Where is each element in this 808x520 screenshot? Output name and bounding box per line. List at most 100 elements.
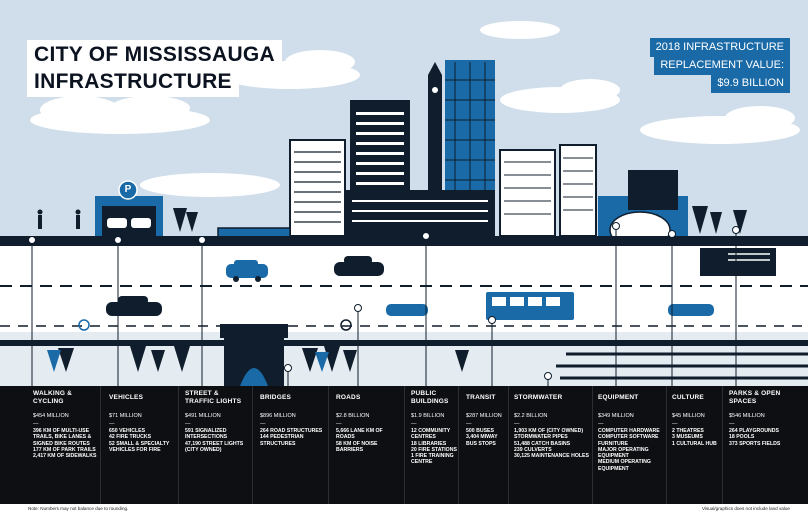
category-items: COMPUTER HARDWARE COMPUTER SOFTWARE FURN… xyxy=(598,428,662,472)
title-line-2: INFRASTRUCTURE xyxy=(27,67,239,97)
list-item: COMPUTER SOFTWARE xyxy=(598,434,659,441)
list-item: 500 BUSES xyxy=(466,428,494,434)
list-item: 650 VEHICLES xyxy=(109,428,146,434)
list-item: 373 SPORTS FIELDS xyxy=(729,440,781,447)
dash: — xyxy=(260,421,266,427)
list-item: 591 SIGNALIZED INTERSECTIONS xyxy=(185,428,228,441)
category-title: PARKS & OPEN SPACES xyxy=(729,390,781,405)
dash: — xyxy=(514,421,520,427)
list-item: 12 COMMUNITY CENTRES xyxy=(411,428,451,441)
divider xyxy=(666,386,667,504)
list-item: 2,417 KM OF SIDEWALKS xyxy=(33,453,97,460)
divider xyxy=(178,386,179,504)
value-line-2: REPLACEMENT VALUE: xyxy=(654,56,790,75)
road-vehicles xyxy=(78,248,776,331)
category-items: 264 PLAYGROUNDS 18 POOLS 373 SPORTS FIEL… xyxy=(729,428,799,447)
list-item: 42 FIRE TRUCKS xyxy=(109,434,152,441)
list-item: 264 PLAYGROUNDS xyxy=(729,428,779,434)
category-value: $2.8 BILLION xyxy=(336,413,370,419)
category-culture: CULTURE $45 MILLION — 2 THEATRES 3 MUSEU… xyxy=(672,386,720,504)
category-items: 650 VEHICLES 42 FIRE TRUCKS 52 SMALL & S… xyxy=(109,428,175,453)
divider xyxy=(592,386,593,504)
list-item: 144 PEDESTRIAN STRUCTURES xyxy=(260,434,304,447)
list-item: 396 KM OF MULTI-USE TRAILS, BIKE LANES &… xyxy=(33,428,92,447)
category-items: 5,666 LANE KM OF ROADS 58 KM OF NOISE BA… xyxy=(336,428,398,453)
list-item: 18 POOLS xyxy=(729,434,755,441)
divider xyxy=(100,386,101,504)
list-item: 5,666 LANE KM OF ROADS xyxy=(336,428,383,441)
value-line-3: $9.9 BILLION xyxy=(711,74,790,93)
land-value-note: Visual/graphics does not include land va… xyxy=(701,506,790,511)
dash: — xyxy=(411,421,417,427)
category-value: $2.2 BILLION xyxy=(514,413,548,419)
category-walking-cycling: WALKING & CYCLING $454 MILLION — 396 KM … xyxy=(33,386,97,504)
list-item: 2 THEATRES xyxy=(672,428,704,434)
category-title: BRIDGES xyxy=(260,394,292,401)
dash: — xyxy=(109,421,115,427)
category-title: PUBLIC BUILDINGS xyxy=(411,390,449,405)
category-value: $896 MILLION xyxy=(260,413,296,419)
category-title: EQUIPMENT xyxy=(598,394,639,401)
clouds xyxy=(30,21,800,197)
list-item: 20 FIRE STATIONS xyxy=(411,446,457,453)
list-item: 51,488 CATCH BASINS xyxy=(514,440,571,447)
list-item: 1 FIRE TRAINING CENTRE xyxy=(411,453,454,466)
dash: — xyxy=(598,421,604,427)
category-value: $349 MILLION xyxy=(598,413,634,419)
list-item: 1 CULTURAL HUB xyxy=(672,440,717,447)
dash: — xyxy=(336,421,342,427)
category-public-buildings: PUBLIC BUILDINGS $1.9 BILLION — 12 COMMU… xyxy=(411,386,457,504)
category-title: VEHICLES xyxy=(109,394,144,401)
category-roads: ROADS $2.8 BILLION — 5,666 LANE KM OF RO… xyxy=(336,386,402,504)
title-line-1: CITY OF MISSISSAUGA xyxy=(27,40,283,70)
dash: — xyxy=(729,421,735,427)
list-item: 3 MUSEUMS xyxy=(672,434,703,441)
list-item: 239 CULVERTS xyxy=(514,446,552,453)
category-value: $71 MILLION xyxy=(109,413,142,419)
category-items: 396 KM OF MULTI-USE TRAILS, BIKE LANES &… xyxy=(33,428,97,459)
category-value: $45 MILLION xyxy=(672,413,705,419)
dash: — xyxy=(185,421,191,427)
category-items: 264 ROAD STRUCTURES 144 PEDESTRIAN STRUC… xyxy=(260,428,326,447)
category-footer: WALKING & CYCLING $454 MILLION — 396 KM … xyxy=(0,386,808,504)
category-value: $454 MILLION xyxy=(33,413,69,419)
list-item: 58 KM OF NOISE BARRIERS xyxy=(336,440,378,453)
divider xyxy=(404,386,405,504)
list-item: FURNITURE xyxy=(598,440,628,447)
parking-sign: P xyxy=(124,184,132,195)
callout-dots xyxy=(28,222,740,380)
category-title: ROADS xyxy=(336,394,361,401)
category-items: 1,903 KM OF (CITY OWNED) STORMWATER PIPE… xyxy=(514,428,590,459)
bridge-and-parks xyxy=(47,324,808,386)
list-item: 177 KM OF PARK TRAILS xyxy=(33,446,96,453)
list-item: 264 ROAD STRUCTURES xyxy=(260,428,323,434)
category-title: STREET & TRAFFIC LIGHTS xyxy=(185,390,242,405)
dash: — xyxy=(672,421,678,427)
list-item: 52 SMALL & SPECIALTY VEHICLES FOR FIRE xyxy=(109,440,170,453)
category-transit: TRANSIT $287 MILLION — 500 BUSES 3,404 M… xyxy=(466,386,508,504)
dash: — xyxy=(466,421,472,427)
divider xyxy=(722,386,723,504)
category-items: 12 COMMUNITY CENTRES 18 LIBRARIES 20 FIR… xyxy=(411,428,457,466)
list-item: COMPUTER HARDWARE xyxy=(598,428,660,434)
category-stormwater: STORMWATER $2.2 BILLION — 1,903 KM OF (C… xyxy=(514,386,590,504)
divider xyxy=(252,386,253,504)
divider xyxy=(328,386,329,504)
list-item: 1,903 KM OF (CITY OWNED) STORMWATER PIPE… xyxy=(514,428,584,441)
category-items: 591 SIGNALIZED INTERSECTIONS 47,190 STRE… xyxy=(185,428,249,453)
category-value: $491 MILLION xyxy=(185,413,221,419)
category-title: STORMWATER xyxy=(514,394,563,401)
rounding-note: Note: Numbers may not balance due to rou… xyxy=(28,506,129,511)
category-parks-open-spaces: PARKS & OPEN SPACES $546 MILLION — 264 P… xyxy=(729,386,799,504)
category-bridges: BRIDGES $896 MILLION — 264 ROAD STRUCTUR… xyxy=(260,386,326,504)
category-vehicles: VEHICLES $71 MILLION — 650 VEHICLES 42 F… xyxy=(109,386,177,504)
list-item: MEDIUM OPERATING EQUIPMENT xyxy=(598,459,651,472)
category-value: $546 MILLION xyxy=(729,413,765,419)
divider xyxy=(508,386,509,504)
dash: — xyxy=(33,421,39,427)
list-item: 47,190 STREET LIGHTS (CITY OWNED) xyxy=(185,440,244,453)
category-street-traffic-lights: STREET & TRAFFIC LIGHTS $491 MILLION — 5… xyxy=(185,386,251,504)
list-item: 18 LIBRARIES xyxy=(411,440,447,447)
value-line-1: 2018 INFRASTRUCTURE xyxy=(649,38,790,57)
category-equipment: EQUIPMENT $349 MILLION — COMPUTER HARDWA… xyxy=(598,386,664,504)
